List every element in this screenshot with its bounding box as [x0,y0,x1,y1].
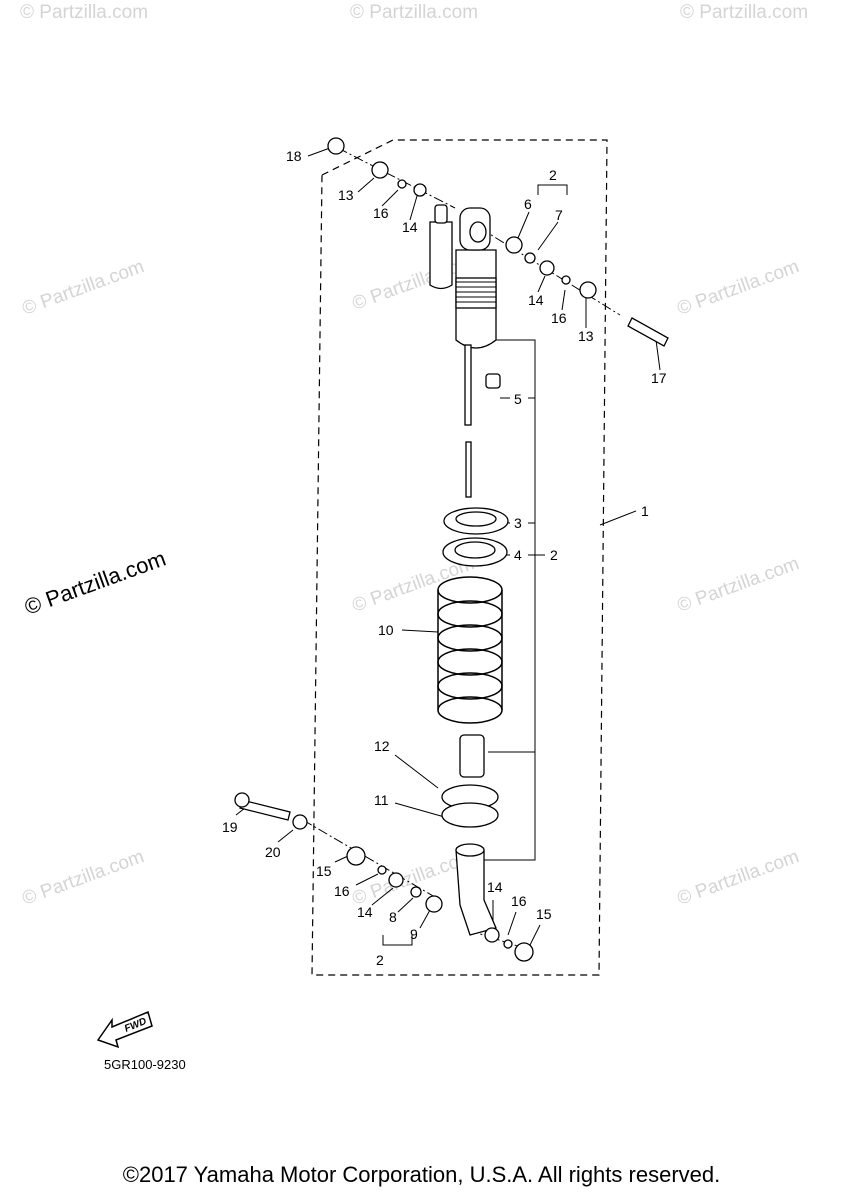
part-14-bushing [388,872,404,888]
callouts: 18 13 16 14 2 6 7 14 16 13 17 5 1 3 4 2 … [222,148,667,968]
callout-13: 13 [338,187,354,203]
part-15-collar [514,942,534,962]
part-20-washer [292,814,308,830]
assembly-boundary [311,139,608,976]
callout-14: 14 [402,219,418,235]
callout-1: 1 [641,503,649,519]
callout-20: 20 [265,844,281,860]
diagram-code: 5GR100-9230 [104,1057,186,1072]
callout-7: 7 [555,207,563,223]
callout-5: 5 [514,391,522,407]
watermarks: © Partzilla.com © Partzilla.com © Partzi… [20,2,809,910]
part-16-oring [377,865,387,875]
reservoir [429,221,453,290]
part-8-seal [410,886,422,898]
callout-4: 4 [514,547,522,563]
callout-15: 15 [316,863,332,879]
callout-8: 8 [389,909,397,925]
part-5-nut [485,373,501,389]
shock-parts [234,137,669,962]
part-12-bump-stop [459,734,485,778]
callout-19: 19 [222,819,238,835]
watermark: © Partzilla.com [675,256,802,320]
callout-16: 16 [334,883,350,899]
callout-2: 2 [376,952,384,968]
part-14-bushing [539,260,555,276]
callout-11: 11 [374,792,389,808]
watermark: © Partzilla.com [20,256,147,320]
part-16-oring [397,179,407,189]
shock-rod [464,344,472,426]
callout-6: 6 [524,196,532,212]
callout-15: 15 [536,906,552,922]
part-9-bearing [425,895,443,913]
part-16-oring [561,275,571,285]
copyright-notice: ©2017 Yamaha Motor Corporation, U.S.A. A… [122,1162,721,1187]
callout-14: 14 [357,904,373,920]
callout-13: 13 [578,328,594,344]
part-13-collar [579,281,597,299]
leader-lines [235,147,661,951]
part-16-oring [503,939,513,949]
callout-16: 16 [551,310,567,326]
part-15-collar [346,846,366,866]
watermark: © Partzilla.com [680,2,808,23]
callout-14: 14 [487,879,503,895]
callout-2: 2 [549,167,557,183]
callout-9: 9 [410,926,418,942]
watermark: © Partzilla.com [350,2,478,23]
callout-12: 12 [374,738,390,754]
part-7-seal [524,252,536,264]
callout-16: 16 [373,205,389,221]
watermark: © Partzilla.com [675,846,802,910]
callout-16: 16 [511,893,527,909]
part-13-collar [371,161,389,179]
watermark: © Partzilla.com [675,553,802,617]
part-6-bearing [505,236,523,254]
callout-10: 10 [378,622,394,638]
callout-2: 2 [550,547,558,563]
part-14-bushing [413,183,427,197]
callout-18: 18 [286,148,302,164]
watermark-featured: © Partzilla.com [21,546,169,620]
fwd-arrow: FWD [96,1010,153,1049]
part-17-bolt [627,317,669,347]
part-10-spring [437,576,503,724]
callout-3: 3 [514,515,522,531]
watermark: © Partzilla.com [20,2,148,23]
watermark: © Partzilla.com [20,846,147,910]
callout-17: 17 [651,370,667,386]
part-14-bushing [484,927,500,943]
callout-14: 14 [528,292,544,308]
part-18-nut [327,137,345,155]
